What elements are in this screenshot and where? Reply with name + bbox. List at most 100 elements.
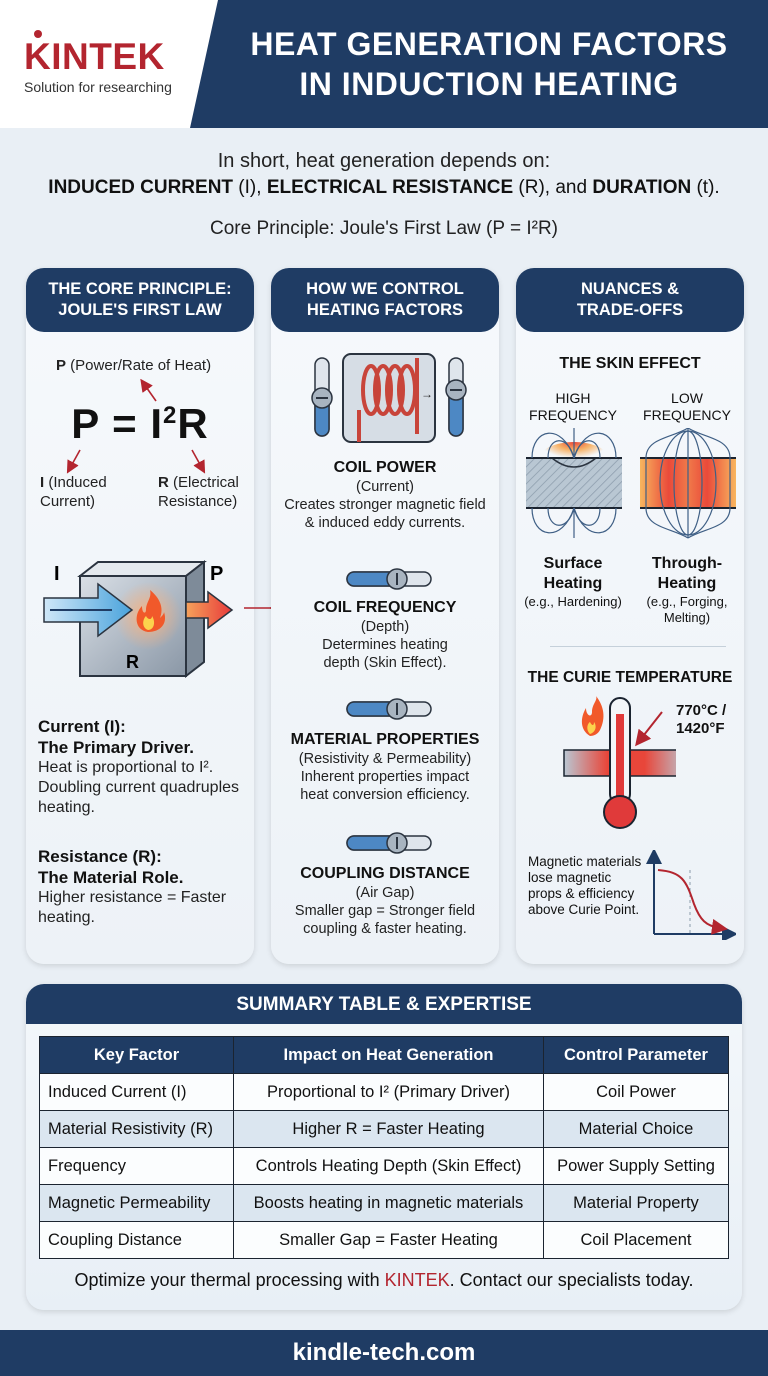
page-title: HEAT GENERATION FACTORS IN INDUCTION HEA… bbox=[224, 24, 754, 104]
power-label: P (Power/Rate of Heat) bbox=[56, 356, 211, 375]
table-cell: Induced Current (I) bbox=[39, 1073, 234, 1111]
skin-effect-diagram bbox=[526, 428, 736, 539]
through-heating-label: Through- Heating (e.g., Forging, Melting… bbox=[630, 554, 744, 626]
surface-heating-label: Surface Heating (e.g., Hardening) bbox=[516, 554, 630, 609]
intro-text: (t). bbox=[691, 177, 720, 198]
table-cell: Coil Placement bbox=[543, 1221, 729, 1259]
call-to-action: Optimize your thermal processing with KI… bbox=[26, 1270, 742, 1291]
table-header-row: Key Factor Impact on Heat Generation Con… bbox=[39, 1036, 729, 1074]
card-title-line: HEATING FACTORS bbox=[306, 301, 464, 319]
website-link[interactable]: kindle-tech.com bbox=[292, 1339, 476, 1366]
intro-line-1: In short, heat generation depends on: bbox=[217, 150, 551, 172]
slider-frequency[interactable] bbox=[345, 568, 435, 595]
result-line: Surface bbox=[543, 555, 603, 572]
slider-coupling[interactable] bbox=[345, 832, 435, 859]
term-duration: DURATION bbox=[592, 177, 692, 198]
intro-text: (R), and bbox=[513, 177, 593, 198]
card-core-principle: THE CORE PRINCIPLE:JOULE'S FIRST LAW P (… bbox=[26, 268, 254, 964]
card-title-line: HOW WE CONTROL bbox=[306, 280, 464, 298]
core-principle-line: Core Principle: Joule's First Law (P = I… bbox=[209, 218, 559, 239]
summary-section: SUMMARY TABLE & EXPERTISE Key Factor Imp… bbox=[26, 984, 742, 1310]
slider-material[interactable] bbox=[345, 698, 435, 725]
footer: kindle-tech.com bbox=[0, 1330, 768, 1376]
desc-heading: The Primary Driver. bbox=[38, 738, 194, 757]
joule-formula: P = I2R bbox=[26, 400, 254, 448]
label-text: Resistance) bbox=[158, 493, 238, 510]
header-band bbox=[190, 0, 768, 128]
title-line-2: IN INDUCTION HEATING bbox=[299, 66, 679, 102]
kintek-logo[interactable]: KINTEK Solution for researching bbox=[24, 30, 172, 95]
logo-wordmark: KINTEK bbox=[24, 30, 172, 77]
label-symbol: I bbox=[40, 474, 45, 491]
label-line: HIGH bbox=[555, 390, 591, 406]
card-nuances: NUANCES &TRADE-OFFS THE SKIN EFFECT HIGH… bbox=[516, 268, 744, 964]
table-cell: Smaller Gap = Faster Heating bbox=[233, 1221, 544, 1259]
pointer-arrow-icon bbox=[635, 711, 663, 747]
label-line: LOW bbox=[671, 390, 703, 406]
control-item-coupling-distance: COUPLING DISTANCE (Air Gap) Smaller gap … bbox=[271, 864, 499, 938]
desc-text: Heat is proportional to I². Doubling cur… bbox=[38, 759, 240, 816]
table-cell: Material Resistivity (R) bbox=[39, 1110, 234, 1148]
thermometer-icon bbox=[563, 696, 676, 829]
result-example: (e.g., Hardening) bbox=[524, 594, 622, 609]
control-text: Creates stronger magnetic field & induce… bbox=[284, 497, 486, 531]
card-title-line: JOULE'S FIRST LAW bbox=[58, 301, 222, 319]
temp-line: 770°C / bbox=[676, 702, 727, 719]
table-cell: Magnetic Permeability bbox=[39, 1184, 234, 1222]
table-cell: Controls Heating Depth (Skin Effect) bbox=[233, 1147, 544, 1185]
desc-text: Higher resistance = Faster heating. bbox=[38, 889, 227, 926]
card-header: NUANCES &TRADE-OFFS bbox=[516, 268, 744, 332]
card-header: THE CORE PRINCIPLE:JOULE'S FIRST LAW bbox=[26, 268, 254, 332]
card-header: HOW WE CONTROL HEATING FACTORS bbox=[271, 268, 499, 332]
table-row: Material Resistivity (R) Higher R = Fast… bbox=[39, 1110, 729, 1148]
label-text: Current) bbox=[40, 493, 96, 510]
column-header: Control Parameter bbox=[543, 1036, 729, 1074]
diagram-r-label: R bbox=[126, 652, 139, 672]
logo-text: KINTEK bbox=[24, 36, 165, 77]
logo-tagline: Solution for researching bbox=[24, 79, 172, 95]
diagram-i-label: I bbox=[54, 563, 60, 585]
control-sub: (Current) bbox=[355, 479, 414, 495]
temp-line: 1420°F bbox=[676, 720, 725, 737]
term-electrical-resistance: ELECTRICAL RESISTANCE bbox=[266, 177, 514, 198]
card-title-line: TRADE-OFFS bbox=[576, 301, 684, 319]
formula-arrows-icon bbox=[66, 378, 206, 474]
label-text: (Induced bbox=[44, 474, 107, 491]
control-item-coil-frequency: COIL FREQUENCY (Depth) Determines heatin… bbox=[271, 598, 499, 672]
term-induced-current: INDUCED CURRENT bbox=[48, 177, 234, 198]
table-cell: Material Choice bbox=[543, 1110, 729, 1148]
label-symbol: P bbox=[56, 357, 67, 374]
current-description: Current (I): The Primary Driver. Heat is… bbox=[38, 716, 248, 818]
desc-heading: The Material Role. bbox=[38, 868, 184, 887]
result-example: (e.g., Forging, bbox=[646, 594, 728, 609]
table-row: Induced Current (I) Proportional to I² (… bbox=[39, 1073, 729, 1111]
svg-text:→: → bbox=[421, 387, 433, 401]
desc-heading: Current (I): bbox=[38, 717, 126, 736]
header: KINTEK Solution for researching HEAT GEN… bbox=[0, 0, 768, 128]
cta-brand-link[interactable]: KINTEK bbox=[384, 1270, 450, 1290]
control-text: Smaller gap = Stronger field coupling & … bbox=[294, 903, 476, 937]
formula-exponent: 2 bbox=[163, 402, 178, 429]
control-text: Determines heating depth (Skin Effect). bbox=[322, 637, 448, 671]
resistor-block-diagram: I P R bbox=[43, 559, 234, 679]
table-row: Magnetic Permeability Boosts heating in … bbox=[39, 1184, 729, 1222]
summary-title: SUMMARY TABLE & EXPERTISE bbox=[26, 984, 742, 1024]
result-line: Through- bbox=[651, 555, 723, 572]
result-example: Melting) bbox=[663, 610, 711, 625]
resistance-description: Resistance (R): The Material Role. Highe… bbox=[38, 846, 248, 928]
fire-icon bbox=[581, 696, 604, 736]
label-line: FREQUENCY bbox=[529, 407, 617, 423]
table-cell: Material Property bbox=[543, 1184, 729, 1222]
induction-coil-icon: → bbox=[311, 353, 467, 443]
table-cell: Frequency bbox=[39, 1147, 234, 1185]
control-name: COIL FREQUENCY bbox=[313, 599, 457, 616]
control-name: MATERIAL PROPERTIES bbox=[290, 731, 480, 748]
intro-line-2: INDUCED CURRENT (I), ELECTRICAL RESISTAN… bbox=[0, 174, 768, 202]
table-row: Frequency Controls Heating Depth (Skin E… bbox=[39, 1147, 729, 1185]
control-name: COIL POWER bbox=[333, 459, 437, 476]
magnetism-curve-chart bbox=[646, 850, 736, 940]
column-header: Impact on Heat Generation bbox=[233, 1036, 544, 1074]
